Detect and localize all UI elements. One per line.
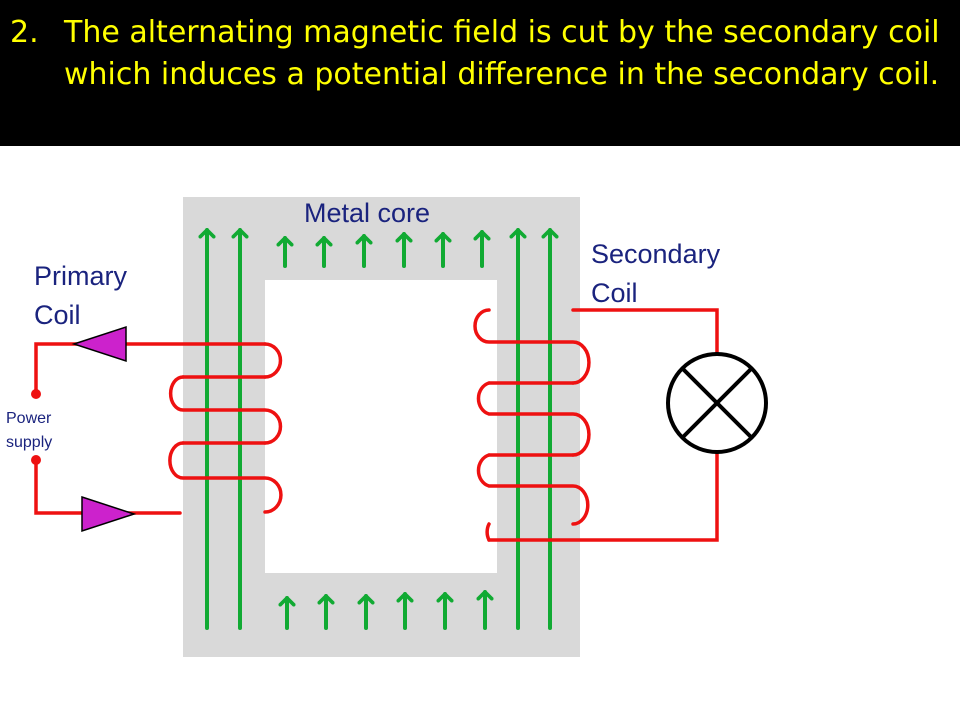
- magnetic-field-arrows: [207, 228, 550, 630]
- metal-core-label: Metal core: [304, 198, 430, 228]
- secondary-bottom-lead: [487, 450, 719, 542]
- header-banner: 2. The alternating magnetic field is cut…: [0, 0, 960, 146]
- diode-icon: [81, 495, 137, 533]
- primary-coil: [168, 342, 283, 514]
- primary-coil-crossings: [181, 375, 267, 445]
- secondary-circuit: [473, 308, 719, 542]
- primary-circuit: [34, 342, 283, 515]
- primary-coil-label-line2: Coil: [34, 300, 81, 330]
- power-terminal-top: [31, 389, 41, 399]
- primary-coil-label-line1: Primary: [34, 261, 127, 291]
- lamp-cross-icon: [666, 352, 768, 454]
- secondary-coil-label-line1: Secondary: [591, 239, 721, 269]
- step-number: 2.: [10, 15, 39, 50]
- secondary-top-lead: [571, 308, 719, 357]
- step-description: The alternating magnetic field is cut by…: [64, 15, 940, 92]
- secondary-coil: [473, 308, 591, 542]
- secondary-coil-crossings: [487, 381, 575, 457]
- primary-top-lead: [34, 342, 267, 396]
- diode-icon: [71, 325, 127, 363]
- power-supply-label-line2: supply: [6, 434, 52, 451]
- power-supply-label-line1: Power: [6, 410, 52, 427]
- power-terminal-bottom: [31, 455, 41, 465]
- secondary-coil-label-line2: Coil: [591, 278, 638, 308]
- metal-core: [183, 197, 580, 657]
